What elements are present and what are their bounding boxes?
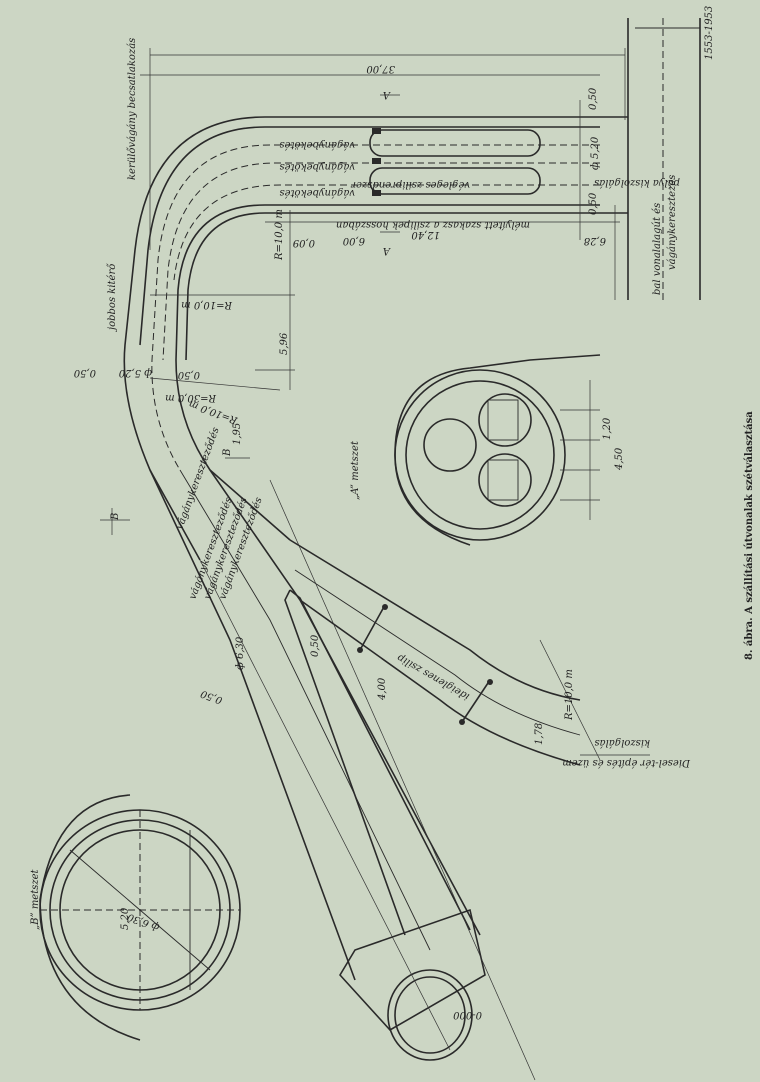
dim-r10-branch: R=10,0 m <box>564 669 575 721</box>
dim-0000: 0-000 <box>453 1009 482 1020</box>
dim-r300: R=30,0 m <box>165 392 217 403</box>
label-diesel-ter: Diesel-tér építés és üzem <box>562 757 691 768</box>
dim-600: 6,00 <box>342 235 365 246</box>
label-sec-b-520: 5,20 <box>120 907 131 930</box>
drawing-labels: 37,00 0,50 ф 5,20 0,50 6,28 12,40 6,00 0… <box>30 6 715 1020</box>
dim-r100: R=10,0 m <box>181 299 233 310</box>
right-shaft <box>600 18 701 300</box>
label-melyitett-szakasz: mélyített szakasz a zsilipek hosszában <box>336 219 530 230</box>
section-b-b <box>39 794 241 1041</box>
label-a-top: A <box>383 89 391 100</box>
label-vaganybekoto: vágánybekötés <box>279 139 355 150</box>
dim-050-low: 0,50 <box>199 687 224 705</box>
dim-178: 1,78 <box>534 723 545 745</box>
figure-caption: 8. ábra. A szállítási útvonalak szétvála… <box>744 411 755 660</box>
dim-630: ф 6,30 <box>235 636 246 670</box>
label-vaganybekoto-2: vágánybekötés <box>279 161 355 172</box>
sluice-chambers <box>369 128 541 196</box>
label-a-metszet: „A” metszet <box>350 440 361 500</box>
label-vegleges-zsilip: végleges zsiliprendszer <box>350 179 470 190</box>
label-vagany: vágánykeresztezés <box>667 175 678 270</box>
upper-tunnel-walls <box>123 116 600 561</box>
branch-tunnel <box>289 539 581 766</box>
section-a-a <box>394 354 601 546</box>
label-a-bottom: A <box>383 245 391 256</box>
dim-009: 0,09 <box>292 237 315 248</box>
label-kiszolgalas: kiszolgálás <box>594 737 650 748</box>
label-sec-a-120: 1,20 <box>602 417 613 440</box>
dim-r10-right: R=10,0 m <box>274 209 285 261</box>
dim-3700: 37,00 <box>366 63 395 74</box>
label-vaganyk-4: vágánykereszteződés <box>174 426 221 531</box>
dim-050-left: 0,50 <box>73 367 96 378</box>
diagonal-tunnel <box>149 469 481 981</box>
label-korvonal: kerülővágány becsatlakozás <box>127 38 138 180</box>
dim-050-top: 0,50 <box>588 87 599 110</box>
label-bal-vonal: bal vonalalagút és <box>652 203 663 295</box>
dim-596: 5,96 <box>279 332 290 355</box>
label-b-metszet: „B” metszet <box>30 868 41 930</box>
label-vaganybekoto-3: vágánybekötés <box>279 187 355 198</box>
label-b-left: B <box>110 513 121 521</box>
dim-628: 6,28 <box>584 235 606 246</box>
dim-195: 1,95 <box>232 423 243 445</box>
dim-050-mid: 0,50 <box>588 192 599 215</box>
dim-520-left: ф 5,20 <box>118 367 152 378</box>
dim-050-low2: 0,50 <box>310 634 321 657</box>
label-stamp: 1553-1953 <box>704 6 715 60</box>
label-sec-a-450: 4,50 <box>614 447 625 471</box>
dim-520-top: ф 5,20 <box>590 136 601 170</box>
lower-shaft <box>339 908 486 1061</box>
label-b-right: B <box>222 449 233 457</box>
dim-050-left2: 0,50 <box>177 369 200 380</box>
label-jobbos-kitero: jobbos kitérő <box>107 263 118 332</box>
dim-400: 4,00 <box>377 677 388 701</box>
dimension-lines <box>100 48 650 1081</box>
dim-1240: 12,40 <box>411 229 440 240</box>
label-polya-kiszolgalas: pálya kiszolgálás <box>594 177 680 188</box>
